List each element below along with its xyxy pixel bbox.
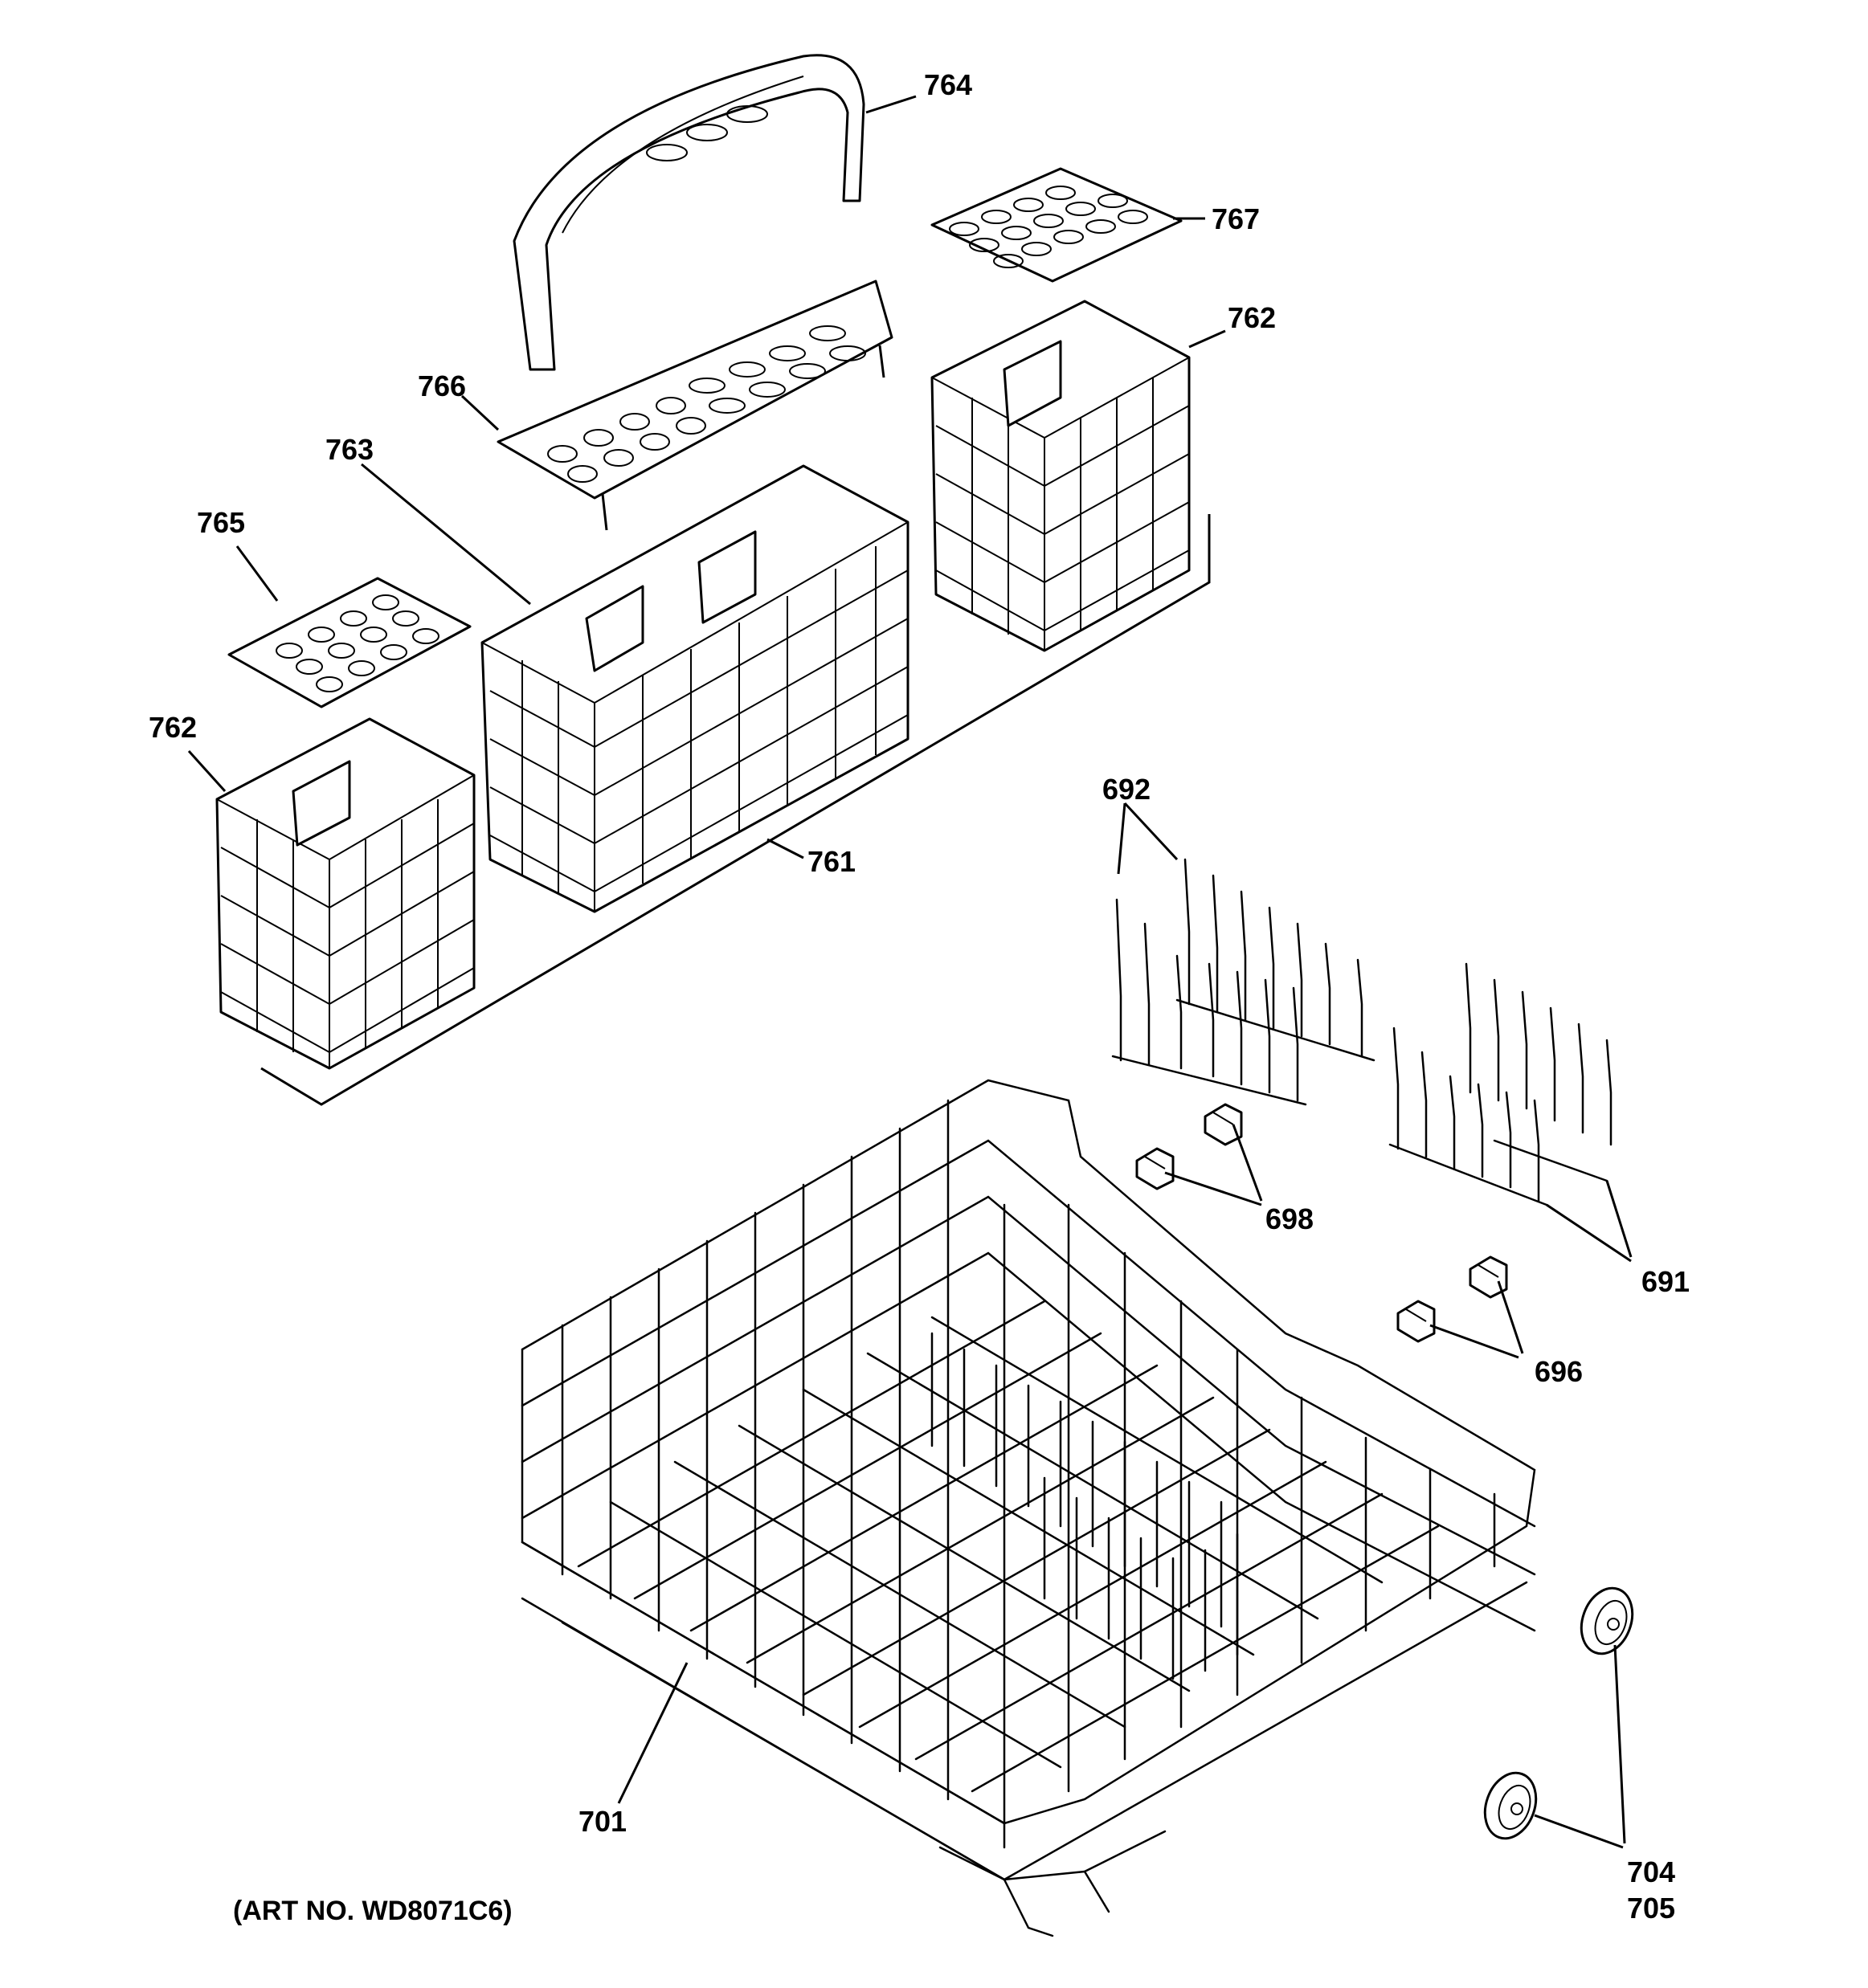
callout-762-left: 762: [149, 711, 197, 744]
clip-696-b: [1469, 1255, 1508, 1299]
callout-762-right: 762: [1228, 301, 1276, 334]
basket-lid-767: [930, 167, 1183, 283]
callout-761: 761: [807, 845, 856, 878]
clip-698-b: [1204, 1103, 1243, 1146]
callout-763: 763: [325, 433, 374, 466]
callout-691: 691: [1641, 1265, 1690, 1298]
basket-center-763: [480, 464, 909, 913]
callout-696: 696: [1535, 1355, 1583, 1388]
rack-wheel-a: [1483, 1771, 1538, 1840]
callout-765: 765: [197, 506, 245, 539]
lower-rack-701: [521, 1079, 1536, 1937]
callout-764: 764: [924, 68, 972, 101]
callout-767: 767: [1212, 202, 1260, 235]
assembly-bracket-761: [260, 514, 1211, 1106]
basket-left-762: [215, 717, 476, 1070]
basket-lid-766: [497, 280, 893, 531]
basket-handle: [513, 54, 865, 371]
callout-705: 705: [1627, 1892, 1675, 1925]
callout-704: 704: [1627, 1855, 1675, 1888]
basket-right-762: [930, 300, 1191, 652]
tine-row-692: [1111, 858, 1375, 1106]
basket-lid-765: [227, 577, 472, 708]
callout-766: 766: [418, 369, 466, 402]
callout-692: 692: [1102, 773, 1151, 806]
tine-row-691: [1388, 962, 1613, 1206]
leader-lines: [187, 95, 1633, 1849]
art-number-caption: (ART NO. WD8071C6): [233, 1896, 513, 1926]
rack-wheel-b: [1580, 1586, 1634, 1655]
callout-698: 698: [1265, 1202, 1314, 1235]
callout-701: 701: [578, 1805, 627, 1838]
clip-698-a: [1135, 1147, 1175, 1190]
clip-696-a: [1396, 1300, 1436, 1343]
